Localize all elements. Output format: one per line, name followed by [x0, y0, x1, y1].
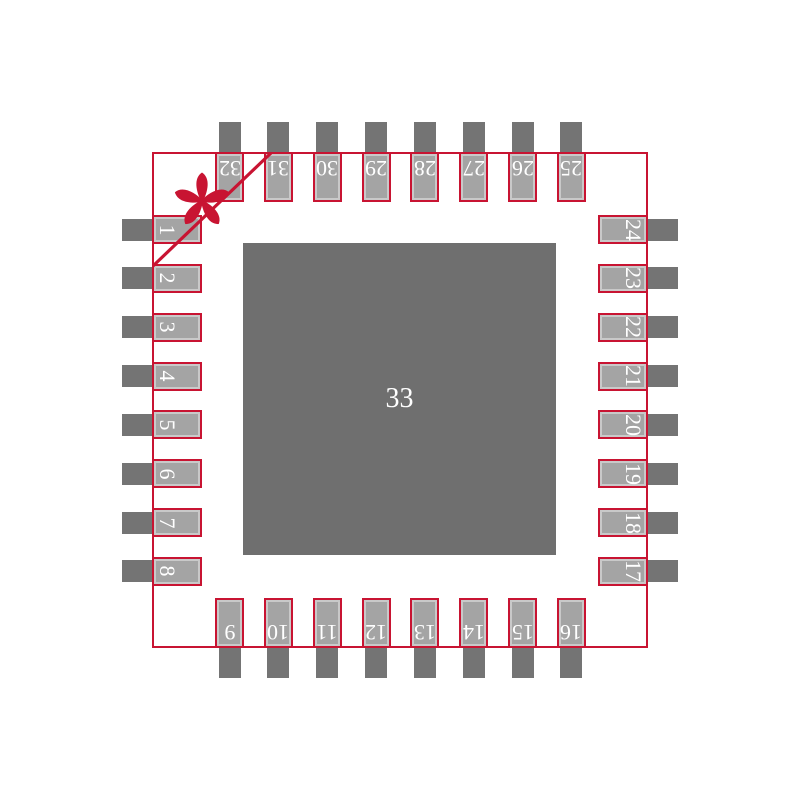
lead-stub-23 — [648, 267, 678, 290]
pad-number-20: 20 — [621, 413, 646, 436]
lead-stub-24 — [648, 218, 678, 241]
pad-number-9: 9 — [224, 620, 235, 645]
pad-number-5: 5 — [155, 419, 180, 431]
pad-number-10: 10 — [267, 620, 290, 645]
lead-stub-1 — [122, 218, 152, 241]
pad-number-22: 22 — [621, 316, 646, 339]
pad-number-14: 14 — [462, 620, 485, 645]
pad-27: 27 — [459, 152, 489, 202]
lead-stub-16 — [560, 648, 583, 678]
pad-number-8: 8 — [155, 565, 180, 577]
pad-28: 28 — [410, 152, 440, 202]
pad-number-1: 1 — [155, 224, 180, 235]
pad-number-13: 13 — [413, 620, 436, 645]
lead-stub-28 — [413, 122, 436, 152]
pad-7: 7 — [152, 508, 202, 538]
pad-number-19: 19 — [621, 462, 646, 485]
pad-number-32: 32 — [218, 156, 241, 181]
pad-number-15: 15 — [511, 620, 534, 645]
lead-stub-17 — [648, 560, 678, 583]
pad-32: 32 — [215, 152, 244, 202]
pad-25: 25 — [556, 152, 586, 202]
pad-number-25: 25 — [560, 156, 583, 181]
pad-21: 21 — [598, 361, 648, 391]
pad-number-26: 26 — [511, 156, 534, 181]
pad-number-30: 30 — [316, 156, 339, 181]
lead-stub-27 — [462, 122, 485, 152]
lead-stub-26 — [511, 122, 534, 152]
lead-stub-14 — [462, 648, 485, 678]
pad-9: 9 — [215, 598, 244, 648]
lead-stub-19 — [648, 462, 678, 485]
lead-stub-31 — [267, 122, 290, 152]
pad-16: 16 — [556, 598, 586, 648]
pad-number-17: 17 — [621, 560, 646, 583]
lead-stub-22 — [648, 316, 678, 339]
pad-number-2: 2 — [155, 272, 180, 284]
center-pad-number: 33 — [385, 383, 414, 414]
lead-stub-15 — [511, 648, 534, 678]
pad-number-27: 27 — [462, 156, 485, 181]
pad-number-21: 21 — [621, 365, 646, 388]
pad-number-29: 29 — [365, 156, 388, 181]
pad-number-11: 11 — [316, 620, 338, 645]
lead-stub-11 — [316, 648, 339, 678]
pad-22: 22 — [598, 312, 648, 342]
pad-number-12: 12 — [365, 620, 388, 645]
lead-stub-7 — [122, 511, 152, 534]
pad-1: 1 — [152, 215, 202, 244]
pad-14: 14 — [459, 598, 489, 648]
pad-11: 11 — [312, 598, 342, 648]
lead-stub-12 — [365, 648, 388, 678]
lead-stub-21 — [648, 365, 678, 388]
pad-13: 13 — [410, 598, 440, 648]
lead-stub-13 — [413, 648, 436, 678]
lead-stub-30 — [316, 122, 339, 152]
lead-stub-6 — [122, 462, 152, 485]
pad-29: 29 — [361, 152, 391, 202]
pad-5: 5 — [152, 410, 202, 440]
pad-24: 24 — [598, 215, 648, 244]
pad-3: 3 — [152, 312, 202, 342]
pad-number-7: 7 — [155, 517, 180, 529]
lead-stub-10 — [267, 648, 290, 678]
pad-30: 30 — [312, 152, 342, 202]
pad-number-4: 4 — [155, 370, 180, 382]
pad-18: 18 — [598, 508, 648, 538]
pad-2: 2 — [152, 263, 202, 293]
pad-20: 20 — [598, 410, 648, 440]
pad-8: 8 — [152, 556, 202, 586]
pad-number-18: 18 — [621, 511, 646, 534]
pad-number-16: 16 — [560, 620, 583, 645]
pad-19: 19 — [598, 459, 648, 489]
lead-stub-5 — [122, 413, 152, 436]
package-outline — [152, 152, 648, 648]
pad-4: 4 — [152, 361, 202, 391]
center-thermal-pad: 33 — [243, 243, 556, 555]
pad-12: 12 — [361, 598, 391, 648]
lead-stub-9 — [218, 648, 241, 678]
pad-number-24: 24 — [621, 218, 646, 241]
lead-stub-20 — [648, 413, 678, 436]
pad-number-28: 28 — [413, 156, 436, 181]
pad-number-31: 31 — [267, 156, 290, 181]
pad-31: 31 — [263, 152, 293, 202]
pad-number-6: 6 — [155, 468, 180, 480]
pad-number-23: 23 — [621, 267, 646, 290]
lead-stub-3 — [122, 316, 152, 339]
lead-stub-4 — [122, 365, 152, 388]
lead-stub-25 — [560, 122, 583, 152]
lead-stub-8 — [122, 560, 152, 583]
pad-23: 23 — [598, 263, 648, 293]
pad-6: 6 — [152, 459, 202, 489]
lead-stub-29 — [365, 122, 388, 152]
pad-15: 15 — [508, 598, 538, 648]
pad-10: 10 — [263, 598, 293, 648]
lead-stub-2 — [122, 267, 152, 290]
lead-stub-18 — [648, 511, 678, 534]
lead-stub-32 — [218, 122, 241, 152]
pad-26: 26 — [508, 152, 538, 202]
pad-17: 17 — [598, 556, 648, 586]
pad-number-3: 3 — [155, 321, 180, 333]
